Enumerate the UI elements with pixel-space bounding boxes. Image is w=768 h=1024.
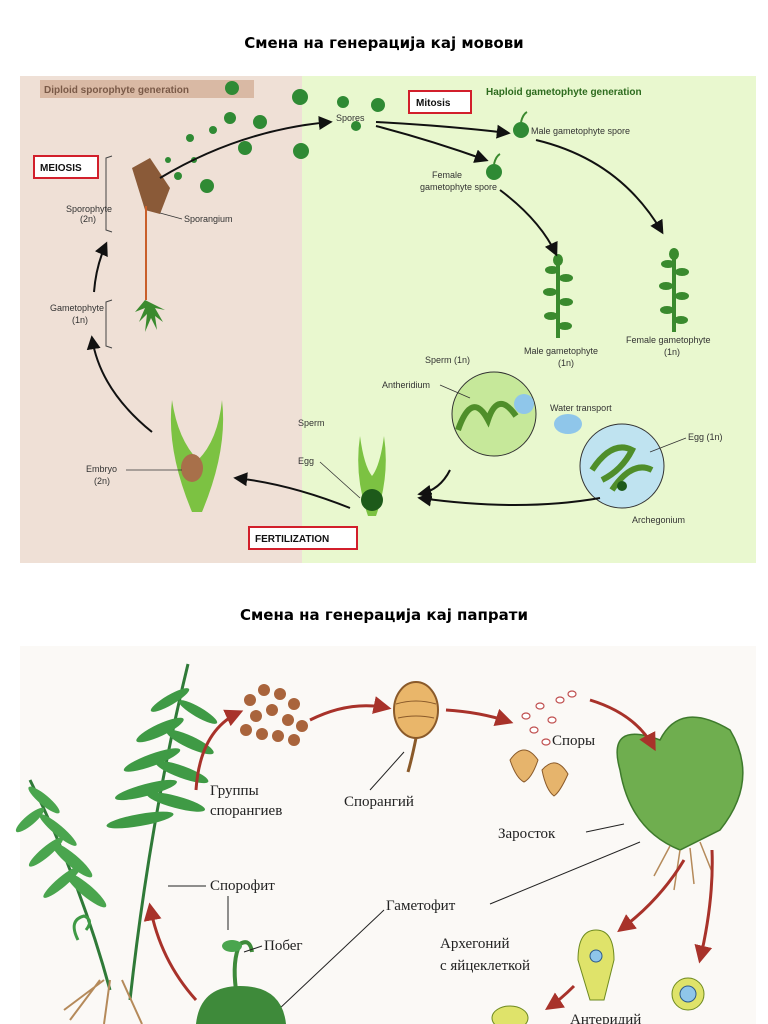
gametophyte-ploidy: (1n) [72,315,88,325]
open-sporangia [509,749,569,797]
antheridium-label: Antheridium [382,380,430,390]
sporangium-illustration [393,681,439,773]
mitosis-box [408,90,472,114]
female-spore-label-2: gametophyte spore [420,182,497,192]
spores-label: Споры [552,733,595,749]
embryo-label: Embryo [86,464,117,474]
archegonium-label-1: Архегоний [440,936,509,952]
antheridium-label: Антеридий [570,1012,641,1024]
sporophyte-label: Sporophyte [66,204,112,214]
sporophyte-fern [15,663,218,1024]
gametophyte-label: Гаметофит [386,898,456,914]
egg-1n-label: Egg (1n) [688,432,723,442]
fertilization-box [248,526,358,550]
sporangium-label: Спорангий [344,794,414,810]
spores-cluster [165,81,385,193]
water-transport-label: Water transport [550,403,612,413]
female-spore-icon [486,164,502,180]
mitosis-label: Mitosis [416,98,451,109]
fern-heading: Смена на генерација кај папрати [240,606,528,624]
sorus-cluster [240,684,308,746]
female-spore-label-1: Female [432,170,462,180]
fern-spores [521,690,577,746]
sporophyte-label: Спорофит [210,878,275,894]
male-spore-icon [513,122,529,138]
meiosis-label: MEIOSIS [40,163,82,174]
moss-cycle-arrows [86,116,664,509]
sporophyte-plant [105,155,170,349]
spores-label: Spores [336,113,365,123]
male-spore-label: Male gametophyte spore [531,126,630,136]
sorus-label-1: Группы [210,783,259,799]
embryo-plant [170,400,224,512]
fertilization-label: FERTILIZATION [255,534,329,545]
fern-cycle-arrows [143,696,714,1010]
male-gametophyte-plant [543,254,573,338]
egg-label: Egg [298,456,314,466]
archegonium-label: Archegonium [632,515,685,525]
haploid-title: Haploid gametophyte generation [486,87,642,98]
moss-heading: Смена на генерација кај мовови [244,34,524,52]
archegonium-detail [579,423,665,509]
fertilization-plant [358,436,386,516]
antheridium-illustration [671,977,705,1011]
gametophyte-label: Gametophyte [50,303,104,313]
female-gametophyte-ploidy: (1n) [664,347,680,357]
sperm-1n-label: Sperm (1n) [425,355,470,365]
young-sporophyte [196,940,286,1024]
female-gametophyte-plant [659,248,689,332]
antheridium-detail [451,371,537,457]
embryo-ploidy: (2n) [94,476,110,486]
prothallus-label: Заросток [498,826,556,842]
sperm-label: Sperm [298,418,325,428]
water-drop-icon [554,414,582,434]
female-gametophyte-label: Female gametophyte [626,335,711,345]
shoot-label: Побег [264,938,303,954]
egg-cluster [491,1005,529,1024]
fern-panel [20,646,756,1024]
diploid-title: Diploid sporophyte generation [44,85,189,96]
archegonium-label-2: с яйцеклеткой [440,958,530,974]
male-gametophyte-label: Male gametophyte [524,346,598,356]
sporophyte-ploidy: (2n) [80,214,96,224]
diploid-title-box [40,80,254,98]
archegonium-illustration [577,929,615,1001]
sorus-label-2: спорангиев [210,803,282,819]
male-gametophyte-ploidy: (1n) [558,358,574,368]
sporangium-label: Sporangium [184,214,233,224]
meiosis-box [33,155,99,179]
